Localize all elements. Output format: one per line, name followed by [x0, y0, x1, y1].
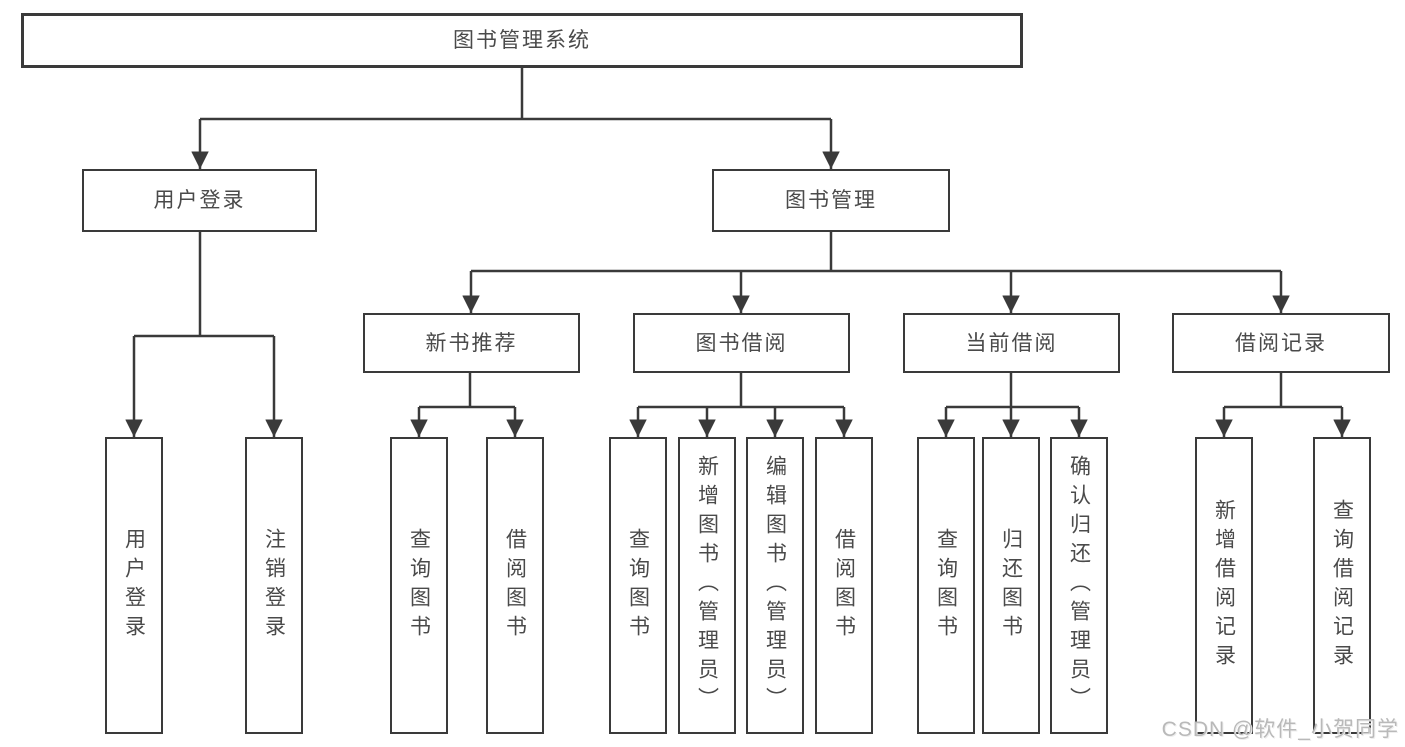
node-borrow-records: 借阅记录	[1172, 313, 1390, 373]
leaf-label: 确认归还（管理员）	[1067, 455, 1091, 716]
leaf-label: 查询借阅记录	[1330, 498, 1354, 673]
node-label: 借阅记录	[1235, 331, 1327, 355]
node-new-book-recommend: 新书推荐	[363, 313, 580, 373]
leaf-confirm-return-admin: 确认归还（管理员）	[1050, 437, 1108, 734]
node-label: 图书管理	[785, 189, 877, 212]
leaf-label: 借阅图书	[832, 527, 856, 644]
leaf-return-books: 归还图书	[982, 437, 1040, 734]
leaf-user-login: 用户登录	[105, 437, 163, 734]
leaf-label: 归还图书	[999, 527, 1023, 644]
csdn-watermark: CSDN @软件_小贺同学	[1161, 718, 1399, 741]
leaf-label: 查询图书	[934, 527, 958, 644]
node-current-borrow: 当前借阅	[903, 313, 1120, 373]
node-user-login: 用户登录	[82, 169, 317, 232]
node-book-management: 图书管理	[712, 169, 950, 232]
leaf-borrow-books-recommend: 借阅图书	[486, 437, 544, 734]
node-book-borrow: 图书借阅	[633, 313, 850, 373]
leaf-label: 查询图书	[407, 527, 431, 644]
node-label: 图书管理系统	[453, 29, 591, 52]
leaf-borrow-books-borrow: 借阅图书	[815, 437, 873, 734]
leaf-label: 用户登录	[122, 527, 146, 644]
node-label: 图书借阅	[695, 331, 788, 355]
leaf-label: 编辑图书（管理员）	[763, 455, 787, 716]
leaf-query-books-recommend: 查询图书	[390, 437, 448, 734]
leaf-query-borrow-record: 查询借阅记录	[1313, 437, 1371, 734]
node-library-management-system: 图书管理系统	[21, 13, 1023, 68]
node-label: 用户登录	[153, 189, 246, 212]
leaf-label: 借阅图书	[503, 527, 527, 644]
leaf-query-books-current: 查询图书	[917, 437, 975, 734]
leaf-label: 新增图书（管理员）	[695, 455, 719, 716]
node-label: 当前借阅	[965, 331, 1058, 355]
leaf-add-book-admin: 新增图书（管理员）	[678, 437, 736, 734]
leaf-add-borrow-record: 新增借阅记录	[1195, 437, 1253, 734]
leaf-label: 新增借阅记录	[1212, 498, 1236, 673]
leaf-query-books-borrow: 查询图书	[609, 437, 667, 734]
leaf-logout: 注销登录	[245, 437, 303, 734]
node-label: 新书推荐	[425, 331, 518, 355]
leaf-edit-book-admin: 编辑图书（管理员）	[746, 437, 804, 734]
leaf-label: 注销登录	[262, 527, 286, 644]
leaf-label: 查询图书	[626, 527, 650, 644]
